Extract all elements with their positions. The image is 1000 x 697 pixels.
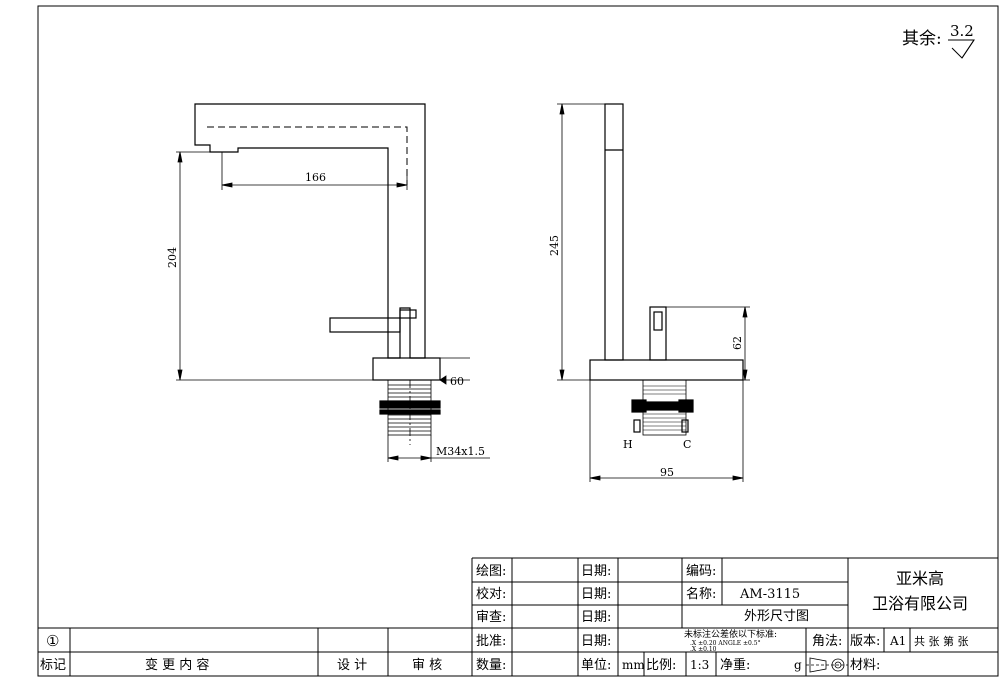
edition-value: A1 — [889, 634, 906, 648]
handle-cap — [399, 309, 417, 319]
handle — [329, 317, 401, 333]
label-drawn: 绘图: — [476, 564, 506, 579]
front-dimensions — [176, 151, 490, 462]
weight-unit: g — [794, 658, 802, 672]
label-material: 材料: — [850, 658, 880, 673]
label-quantity: 数量: — [476, 658, 506, 673]
dim-thread: M34x1.5 — [436, 445, 485, 458]
label-cold: C — [683, 438, 691, 451]
model-number: AM-3115 — [739, 587, 800, 602]
roughness-symbol — [948, 39, 975, 59]
sheet-count: 共 张 第 张 — [914, 634, 969, 648]
projection-symbol-icon — [806, 657, 848, 673]
label-code: 编码: — [686, 564, 716, 579]
roughness-value: 3.2 — [950, 22, 974, 40]
side-view — [589, 103, 744, 436]
tolerance-line-1: .X ±0.20 ANGLE ±0.5° — [690, 640, 761, 647]
label-name: 名称: — [686, 586, 716, 602]
title-block-grid — [38, 557, 998, 676]
front-view — [194, 103, 441, 445]
dim-166: 166 — [305, 171, 326, 184]
dim-62: 62 — [731, 336, 744, 350]
base-plate — [372, 357, 441, 381]
dim-95: 95 — [660, 466, 674, 479]
label-review: 审 核 — [412, 658, 442, 673]
drawing-name: 外形尺寸图 — [744, 609, 809, 624]
roughness-symbol-stem — [961, 39, 975, 59]
dim-204: 204 — [166, 247, 179, 268]
label-mark: 标记 — [40, 658, 66, 673]
company-name-1: 亚米高 — [896, 569, 944, 588]
label-approved: 批准: — [476, 634, 506, 649]
dim-60: 60 — [450, 375, 464, 388]
label-date-3: 日期: — [581, 610, 611, 625]
tolerance-note: 未标注公差依以下标准: — [684, 628, 777, 640]
roughness-note: 其余: 3.2 — [902, 22, 975, 59]
label-projection: 角法: — [812, 634, 842, 649]
sheet-border — [37, 5, 999, 677]
label-weight: 净重: — [720, 657, 750, 673]
label-checked: 校对: — [476, 586, 506, 602]
side-nut-right — [678, 399, 694, 413]
label-date-2: 日期: — [581, 587, 611, 602]
side-nut-center — [645, 401, 680, 411]
revision-number: ① — [46, 632, 59, 650]
label-design: 设 计 — [337, 658, 367, 673]
label-scale: 比例: — [646, 658, 676, 673]
label-edition: 版本: — [850, 634, 880, 649]
side-thread-lines — [643, 385, 686, 431]
label-change-content: 变 更 内 容 — [145, 657, 209, 673]
label-date-4: 日期: — [581, 634, 611, 649]
label-unit: 单位: — [581, 658, 611, 673]
tolerance-line-2: .X ±0.10 — [690, 646, 717, 653]
side-cartridge — [649, 306, 667, 361]
scale-value: 1:3 — [690, 658, 709, 672]
spout-inner-hidden — [207, 126, 408, 185]
dim-245: 245 — [548, 235, 561, 256]
roughness-label: 其余: — [902, 29, 942, 49]
spout-outline — [194, 103, 426, 359]
side-hose-left — [633, 419, 641, 433]
side-dimensions — [557, 103, 750, 482]
company-name-2: 卫浴有限公司 — [872, 594, 968, 613]
unit-value: mm — [622, 658, 645, 672]
side-hose-right — [681, 419, 689, 433]
label-date-1: 日期: — [581, 564, 611, 579]
side-handle-slot — [653, 311, 663, 331]
side-base-plate — [589, 359, 744, 381]
label-reviewed: 审查: — [476, 610, 506, 625]
side-body — [604, 103, 624, 361]
side-nut-left — [631, 399, 647, 413]
label-hot: H — [623, 438, 633, 451]
